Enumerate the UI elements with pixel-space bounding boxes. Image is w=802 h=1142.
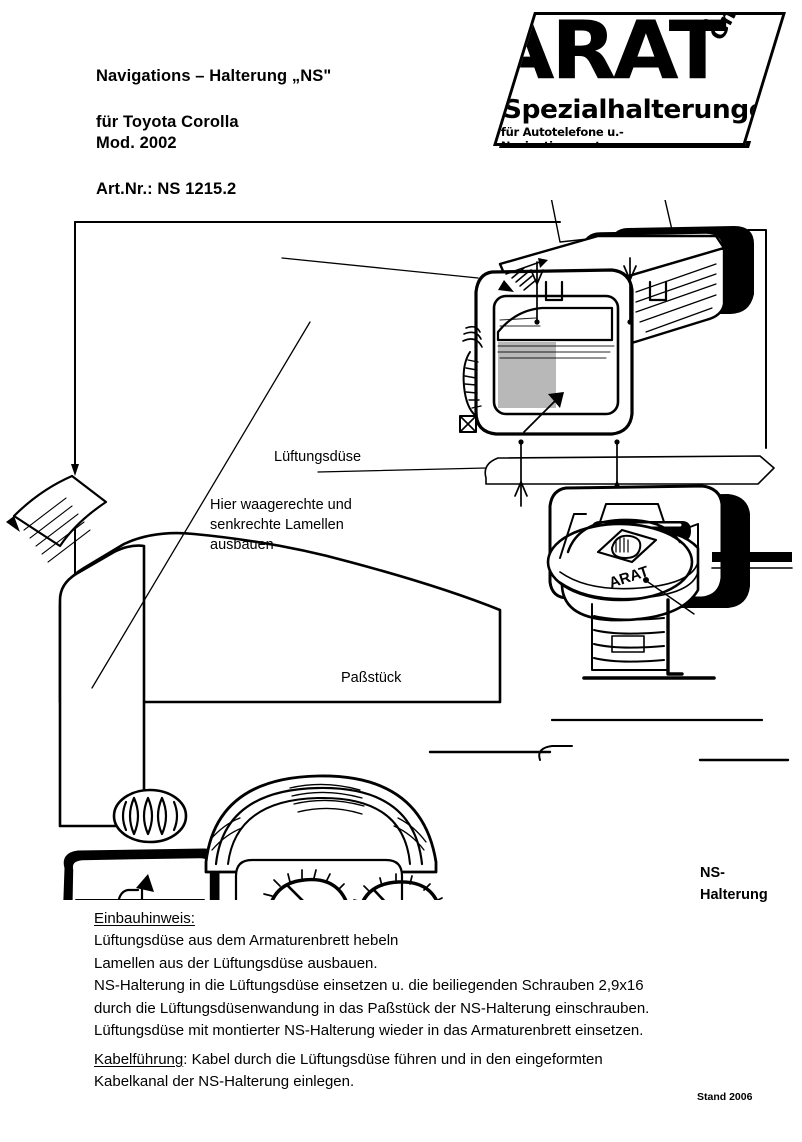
cable-routing-line2: Kabelkanal der NS-Halterung einlegen. xyxy=(94,1073,355,1091)
callout-holder-line1: NS- xyxy=(700,865,725,881)
gauge-left xyxy=(263,869,348,900)
article-number: Art.Nr.: NS 1215.2 xyxy=(96,180,237,198)
installation-instructions: Einbauhinweis: Lüftungsdüse aus dem Arma… xyxy=(94,908,649,1042)
instructions-line-1: Lüftungsdüse aus dem Armaturenbrett hebe… xyxy=(94,932,399,950)
callout-holder-label: NS- Halterung xyxy=(700,862,768,906)
side-vent xyxy=(63,848,220,900)
cable-routing-heading-rest: : Kabel durch die Lüftungsdüse führen un… xyxy=(183,1051,603,1068)
callout-lamellas-line2: senkrechte Lamellen xyxy=(210,517,344,533)
instructions-line-3: NS-Halterung in die Lüftungsdüse einsetz… xyxy=(94,977,644,995)
cable-routing-heading: Kabelführung xyxy=(94,1051,184,1068)
revision-stamp: Stand 2006 xyxy=(697,1091,753,1103)
vehicle-model-line1: für Toyota Corolla xyxy=(96,113,239,131)
arat-logo: ARAT ® GmbH Spezialhalterungen für Autot… xyxy=(493,12,786,157)
cable-routing-line1: Kabelführung: Kabel durch die Lüftungsdü… xyxy=(94,1049,603,1071)
callout-holder-line2: Halterung xyxy=(700,887,768,903)
logo-tagline: Spezialhalterungen xyxy=(502,95,785,125)
instructions-line-5: Lüftungsdüse mit montierter NS-Halterung… xyxy=(94,1022,644,1040)
callout-lamellas-label: Hier waagerechte und senkrechte Lamellen… xyxy=(210,495,352,555)
logo-frame: ARAT ® GmbH Spezialhalterungen für Autot… xyxy=(493,12,786,146)
vent-detail-drawing xyxy=(459,200,775,507)
instructions-heading: Einbauhinweis: xyxy=(94,910,195,927)
callout-vent-label: Lüftungsdüse xyxy=(274,449,362,465)
illustration-svg: ARAT xyxy=(6,200,793,900)
technical-illustration: ARAT xyxy=(0,200,802,903)
page-title: Navigations – Halterung „NS" xyxy=(96,67,332,85)
gauge-right xyxy=(353,873,443,900)
dashboard-drawing xyxy=(6,474,790,900)
ns-holder-detail: ARAT xyxy=(546,484,793,680)
callout-lamellas-line3: ausbauen xyxy=(210,537,274,553)
logo-subtagline: für Autotelefone u.-Navigationssysteme xyxy=(500,125,627,146)
callout-lamellas-line1: Hier waagerechte und xyxy=(210,497,352,513)
vehicle-model-line2: Mod. 2002 xyxy=(96,134,177,152)
callout-leader-lines xyxy=(91,257,487,689)
instructions-line-2: Lamellen aus der Lüftungsdüse ausbauen. xyxy=(94,954,378,972)
instructions-line-4: durch die Lüftungsdüsenwandung in das Pa… xyxy=(94,999,650,1017)
callout-fitting-label: Paßstück xyxy=(341,670,402,686)
screw-arrows-top xyxy=(530,257,637,325)
cable-routing-note: Kabelführung: Kabel durch die Lüftungsdü… xyxy=(94,1049,603,1094)
logo-brand-text: ARAT xyxy=(493,12,724,98)
